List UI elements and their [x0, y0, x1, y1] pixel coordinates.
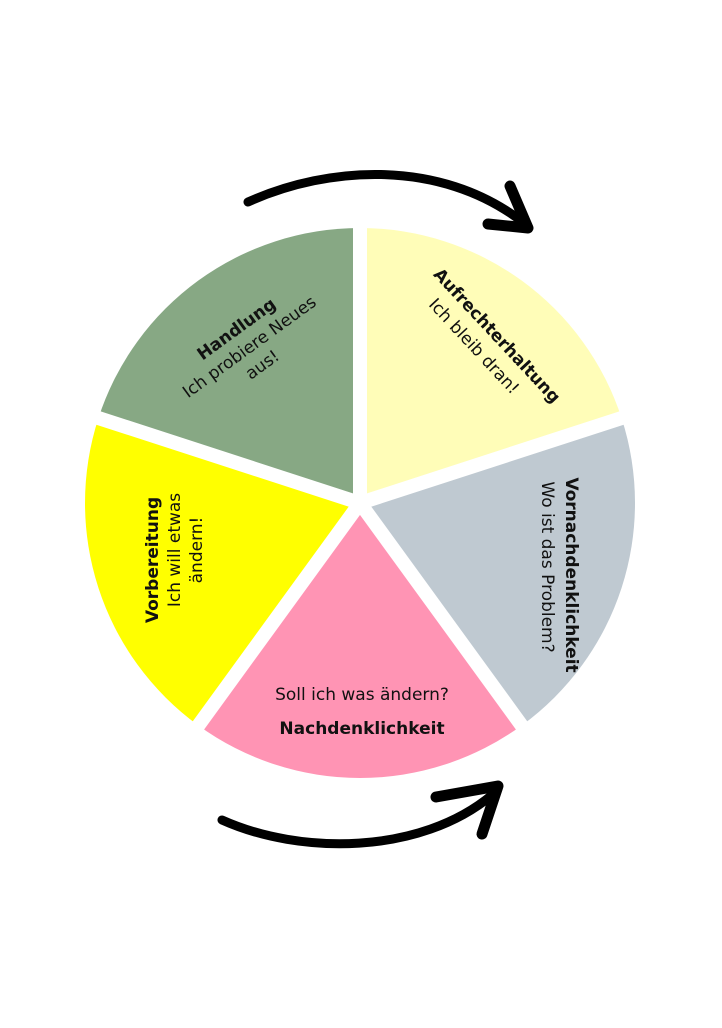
segment-subtitle: Soll ich was ändern?	[275, 685, 449, 705]
segment-label-vorbereitung: Vorbereitung Ich will etwas ändern!	[143, 493, 207, 623]
curved-arrow-up-right-icon	[217, 780, 504, 849]
segment-divider	[354, 498, 530, 733]
segment-divider	[357, 410, 628, 510]
segment-title: Vorbereitung	[143, 497, 163, 623]
segment-divider	[92, 410, 363, 510]
wheel-segment-vorbereitung	[84, 418, 361, 726]
segment-label-nachdenklichkeit: Soll ich was ändern? Nachdenklichkeit	[275, 685, 449, 739]
segment-label-vornachdenklichkeit: Vornachdenklichkeit Wo ist das Problem?	[537, 477, 581, 672]
segment-title: Nachdenklichkeit	[279, 719, 444, 739]
wheel-segment-nachdenklichkeit	[198, 503, 522, 779]
curved-arrow-right-icon	[243, 170, 534, 234]
wheel-segment-vornachdenklichkeit	[360, 418, 635, 726]
segment-subtitle-line-2: ändern!	[187, 517, 207, 584]
segment-subtitle: Wo ist das Problem?	[537, 481, 557, 652]
wheel-segments	[84, 224, 635, 779]
segment-subtitle-line-1: Ich will etwas	[165, 493, 185, 607]
segment-divider	[190, 498, 366, 733]
segment-title: Vornachdenklichkeit	[561, 477, 581, 672]
